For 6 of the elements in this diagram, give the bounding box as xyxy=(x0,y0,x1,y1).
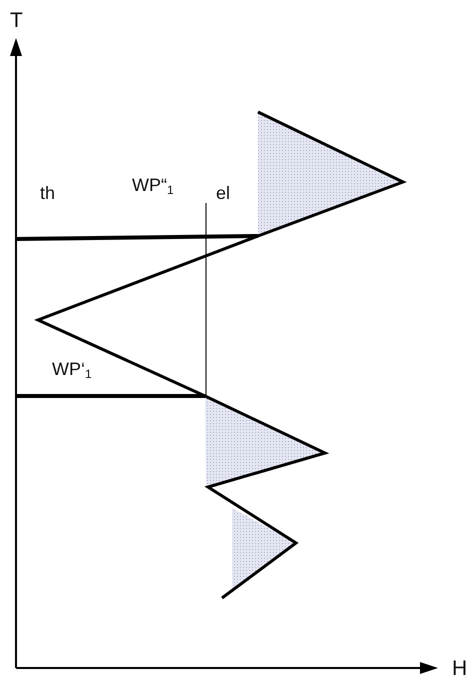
axis-label: T xyxy=(10,10,23,31)
axis-label: H xyxy=(452,658,468,679)
axis-label: el xyxy=(216,184,230,202)
axis-label: WP“$_{1}$ xyxy=(132,176,174,196)
axis-label: WP‘$_{1}$ xyxy=(52,360,92,380)
axis-label: th xyxy=(40,184,56,202)
